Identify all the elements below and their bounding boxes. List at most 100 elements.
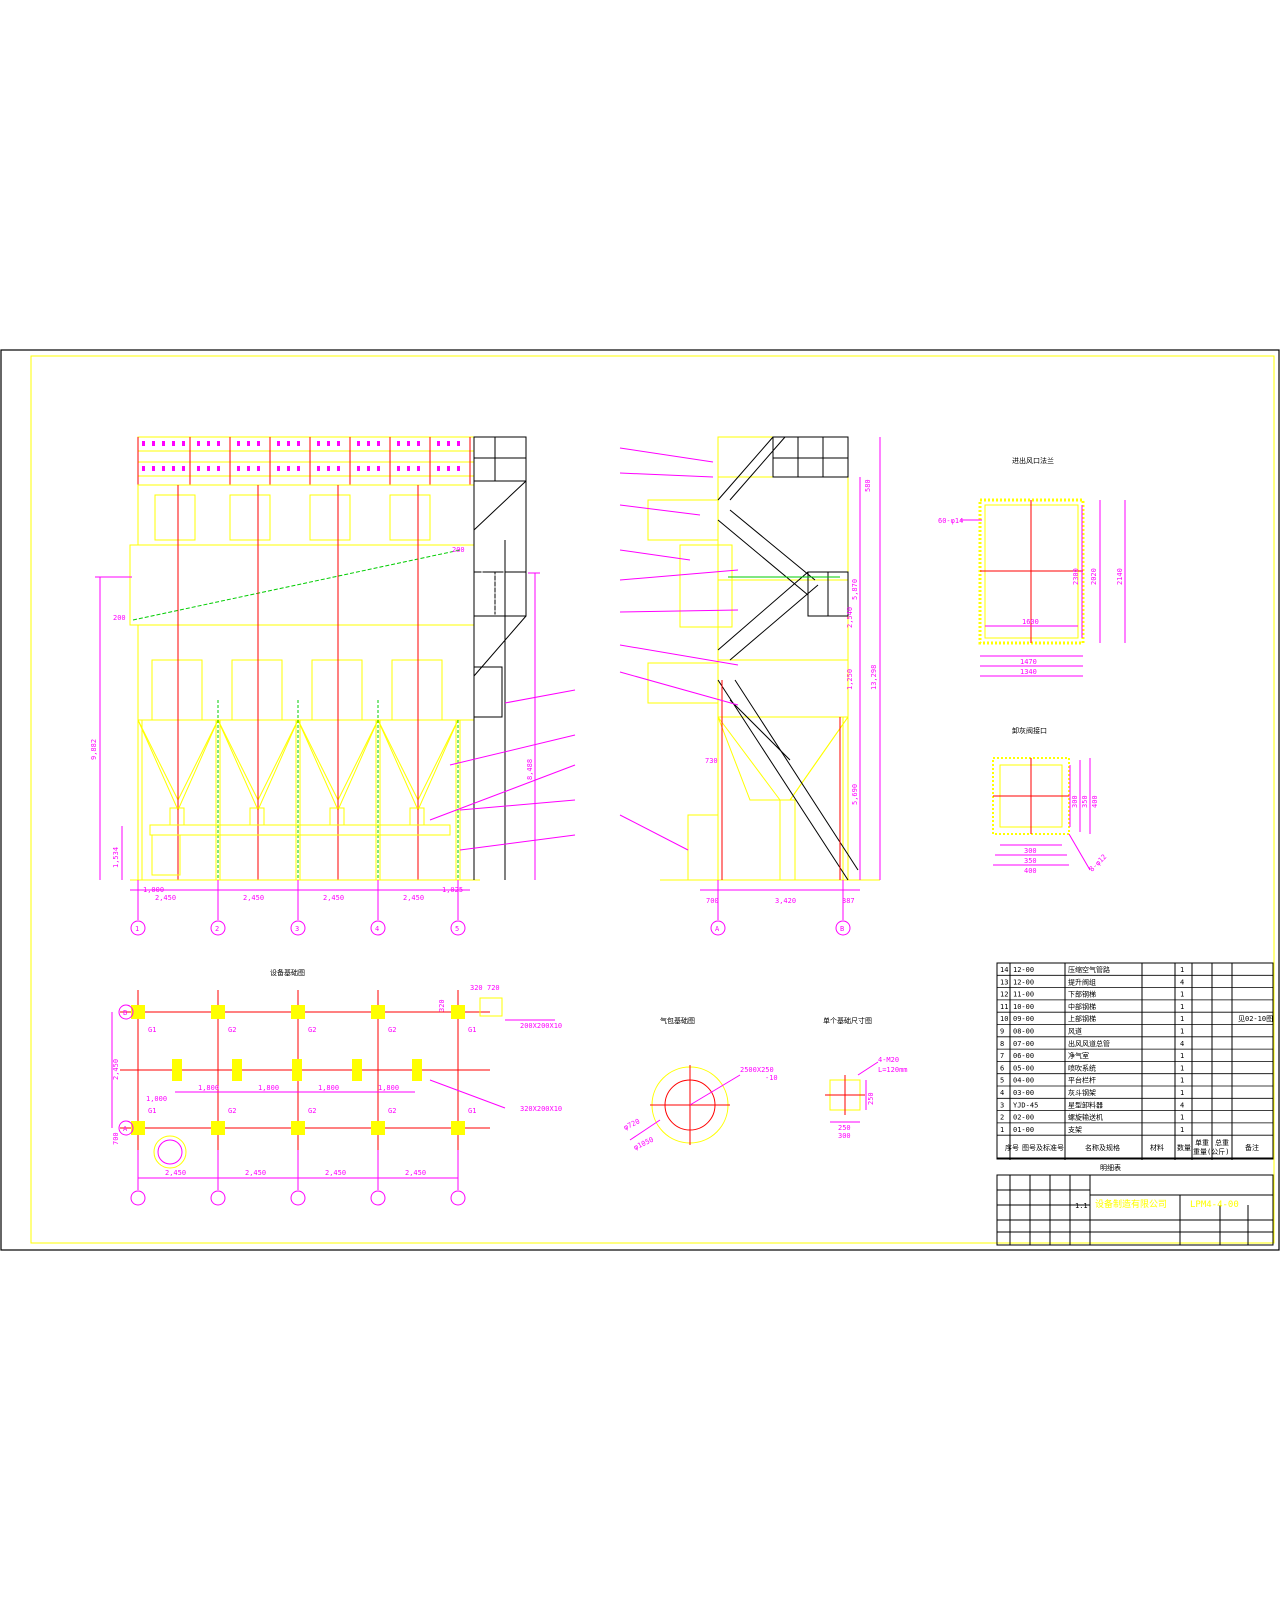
parts-row-name: 支架 — [1068, 1125, 1082, 1134]
parts-row-code: 12-00 — [1013, 978, 1034, 986]
axis-3: 3 — [295, 925, 299, 933]
parts-row-name: 风道 — [1068, 1027, 1082, 1036]
bag-dim-size: 2500X250 — [740, 1066, 774, 1074]
fd-bay-3: 2,450 — [325, 1169, 346, 1177]
fd-bay-2: 2,450 — [245, 1169, 266, 1177]
front-small-dim-2: 1,025 — [442, 886, 463, 894]
inlet-flange-title: 进出风口法兰 — [1012, 456, 1054, 465]
foundation-axis-bubbles: B A — [118, 1004, 466, 1206]
parts-row-no: 10 — [1000, 1015, 1008, 1023]
parts-header-code: 图号及标准号 — [1022, 1143, 1064, 1152]
parts-row-code: 03-00 — [1013, 1089, 1034, 1097]
foundation-axis-b: B — [123, 1009, 127, 1017]
parts-row-qty: 1 — [1180, 1003, 1184, 1011]
fd-inner-1: 1,800 — [198, 1084, 219, 1092]
parts-row-code: 12-00 — [1013, 966, 1034, 974]
outlet-dim-w1: 300 — [1024, 847, 1037, 855]
parts-row-name: 压缩空气管路 — [1068, 965, 1110, 974]
parts-row-no: 13 — [1000, 978, 1008, 986]
foundation-title: 设备基础图 — [270, 968, 305, 977]
g-label-3: G2 — [308, 1026, 316, 1034]
fd-inner-4: 1,800 — [378, 1084, 399, 1092]
side-stairs — [717, 436, 859, 881]
parts-row-no: 7 — [1000, 1052, 1004, 1060]
outlet-dim-w3: 400 — [1024, 867, 1037, 875]
g-label-4: G2 — [388, 1026, 396, 1034]
front-height-stair: 8,488 — [526, 759, 534, 780]
bag-detail-title: 气包基础图 — [660, 1016, 695, 1025]
parts-row-qty: 1 — [1180, 1064, 1184, 1072]
parts-header-name: 名称及规格 — [1085, 1143, 1120, 1152]
fd-700: 700 — [112, 1132, 120, 1145]
parts-row-name: 螺旋输送机 — [1068, 1113, 1103, 1122]
side-height-top: 580 — [864, 479, 872, 492]
parts-row-code: 09-00 — [1013, 1015, 1034, 1023]
g-label-2: G2 — [228, 1026, 236, 1034]
front-small-dim-4: 200 — [113, 614, 126, 622]
inner-frame — [30, 355, 1275, 1244]
front-centerlines — [177, 485, 459, 880]
anchor-detail: 单个基础尺寸图 4-M20 L=120mm 250 300 250 — [823, 1016, 908, 1140]
parts-row-no: 3 — [1000, 1101, 1004, 1109]
g-label-6: G1 — [148, 1107, 156, 1115]
g-label-8: G2 — [308, 1107, 316, 1115]
parts-row-qty: 1 — [1180, 1114, 1184, 1122]
front-stair-tower — [473, 436, 527, 881]
front-elevation: 9,882 1,534 8,488 2,450 2,450 2,450 2,45… — [90, 436, 576, 902]
side-height-body: 5,870 — [851, 579, 859, 600]
fd-inner-2: 1,800 — [258, 1084, 279, 1092]
axis-row-elevation: 1 2 3 4 5 A B — [130, 880, 851, 936]
outlet-dim-h3: 400 — [1091, 795, 1099, 808]
fd-1000: 1,000 — [146, 1095, 167, 1103]
axis-2: 2 — [215, 925, 219, 933]
g-label-7: G2 — [228, 1107, 236, 1115]
side-width-right: 387 — [842, 897, 855, 905]
g-label-5: G1 — [468, 1026, 476, 1034]
side-leaders — [619, 447, 739, 851]
side-dimensions: 13,298 5,870 2,540 1,250 5,690 580 700 3… — [700, 437, 881, 905]
inlet-dim-holes: 60-φ14 — [938, 517, 963, 525]
side-width-inlet: 730 — [705, 757, 718, 765]
axis-b-side: B — [840, 925, 844, 933]
inlet-dim-outer-width: 1340 — [1020, 668, 1037, 676]
side-elevation: 13,298 5,870 2,540 1,250 5,690 580 700 3… — [619, 436, 881, 905]
outlet-dim-h2: 350 — [1081, 795, 1089, 808]
inlet-flange-detail: 进出风口法兰 1600 1470 1340 2300 2020 2140 60-… — [938, 456, 1126, 677]
parts-row-code: 08-00 — [1013, 1028, 1034, 1036]
front-height-base: 1,534 — [112, 847, 120, 868]
hopper-hooks — [139, 630, 386, 655]
parts-row-qty: 1 — [1180, 1077, 1184, 1085]
leg-bracing — [137, 719, 459, 801]
bag-dim-outer: φ1050 — [632, 1136, 654, 1152]
parts-row-no: 9 — [1000, 1028, 1004, 1036]
parts-row-qty: 1 — [1180, 1089, 1184, 1097]
fd-inner-3: 1,800 — [318, 1084, 339, 1092]
parts-row-no: 8 — [1000, 1040, 1004, 1048]
side-height-low: 1,250 — [846, 669, 854, 690]
fd-bay-1: 2,450 — [165, 1169, 186, 1177]
title-block: 设备制造有限公司 LPM4-4-00 1:1 — [996, 1174, 1274, 1246]
parts-row-code: 06-00 — [1013, 1052, 1034, 1060]
parts-row-name: 中部钢梯 — [1068, 1002, 1096, 1011]
parts-row-no: 4 — [1000, 1089, 1004, 1097]
anchor-dim-width: 250 — [838, 1124, 851, 1132]
bay-dim-3: 2,450 — [323, 894, 344, 902]
front-small-dim-1: 1,000 — [143, 886, 164, 894]
parts-row-code: 07-00 — [1013, 1040, 1034, 1048]
anchor-dim-length: L=120mm — [878, 1066, 908, 1074]
parts-list-label: 明细表 — [1100, 1163, 1121, 1172]
outlet-dim-holes: 8-φ12 — [1088, 853, 1109, 874]
axis-5: 5 — [455, 925, 459, 933]
parts-row-qty: 4 — [1180, 1040, 1184, 1048]
outlet-dim-h1: 300 — [1071, 795, 1079, 808]
title-drawing-no: LPM4-4-00 — [1190, 1200, 1239, 1210]
side-width-main: 3,420 — [775, 897, 796, 905]
fd-span: 2,450 — [112, 1059, 120, 1080]
parts-row-qty: 1 — [1180, 1052, 1184, 1060]
parts-row-code: YJD-45 — [1013, 1101, 1038, 1109]
front-height-total: 9,882 — [90, 739, 98, 760]
g-label-10: G1 — [468, 1107, 476, 1115]
anchor-dim-height: 250 — [867, 1092, 875, 1105]
